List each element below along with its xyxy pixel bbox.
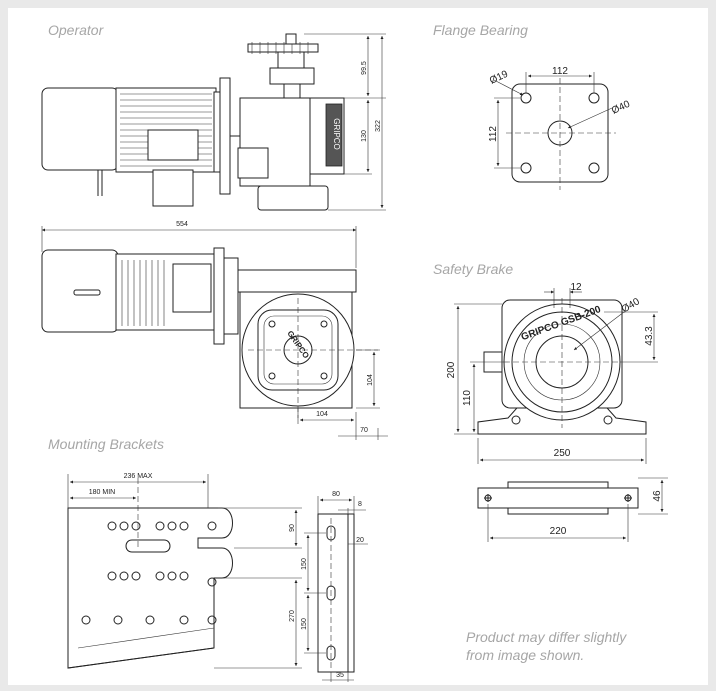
safety-brake-front-view: GRIPCO GSB-200 200 110 250 12 Ø40 — [446, 282, 658, 464]
disclaimer-note: Product may differ slightly from image s… — [466, 628, 626, 664]
flange-dim-width: 112 — [552, 66, 568, 77]
brake-dim-220: 220 — [550, 526, 567, 537]
drawing-sheet: Operator Flange Bearing Safety Brake Mou… — [8, 8, 708, 685]
brake-dim-12: 12 — [570, 282, 582, 293]
dim-104-side: 104 — [367, 374, 374, 386]
mounting-brackets-title: Mounting Brackets — [48, 436, 164, 452]
brake-dim-width: 250 — [554, 448, 571, 459]
dim-130: 130 — [361, 130, 368, 142]
bracket-dim-90: 90 — [289, 524, 296, 532]
brake-dim-43: 43.3 — [644, 326, 655, 346]
bracket-dim-80: 80 — [332, 491, 340, 498]
brake-dim-axis: 110 — [462, 390, 473, 406]
operator-top-view: GRIPCO 99.5 130 322 — [41, 33, 386, 211]
mounting-bracket-plate: 236 MAX 180 MIN 90 270 — [67, 473, 302, 669]
technical-drawing: GRIPCO 99.5 130 322 554 — [41, 33, 668, 682]
bracket-dim-270: 270 — [289, 610, 296, 622]
bracket-dim-min: 180 MIN — [89, 489, 115, 496]
flange-bearing-title: Flange Bearing — [433, 22, 528, 38]
dim-554: 554 — [176, 221, 188, 228]
safety-brake-title: Safety Brake — [433, 261, 514, 277]
flange-dim-bore: Ø40 — [610, 99, 632, 117]
bracket-dim-150b: 150 — [301, 618, 308, 630]
operator-title: Operator — [48, 22, 104, 38]
dim-322: 322 — [375, 120, 382, 132]
bracket-dim-20: 20 — [356, 537, 364, 544]
disclaimer-line-2: from image shown. — [466, 647, 585, 663]
bracket-dim-8: 8 — [358, 501, 362, 508]
bracket-dim-max: 236 MAX — [124, 473, 153, 480]
disclaimer-line-1: Product may differ slightly — [466, 629, 627, 645]
bracket-dim-150a: 150 — [301, 558, 308, 570]
brake-dim-bore: Ø40 — [620, 296, 642, 315]
dim-70: 70 — [360, 427, 368, 434]
dim-99-5: 99.5 — [361, 61, 368, 75]
brake-dim-height: 200 — [446, 361, 457, 378]
operator-front-view: 554 GRIPCO — [41, 221, 388, 440]
flange-dim-hole: Ø19 — [488, 69, 510, 87]
dim-104-bottom: 104 — [316, 411, 328, 418]
safety-brake-bottom-view: 46 220 — [477, 477, 668, 542]
bracket-dim-35: 35 — [336, 672, 344, 679]
mounting-bracket-bar: 80 8 20 150 150 35 — [301, 491, 368, 682]
flange-dim-height: 112 — [488, 126, 499, 142]
flange-bearing-view: 112 112 Ø19 Ø40 — [488, 66, 632, 190]
operator-logo-text: GRIPCO — [332, 118, 341, 150]
brake-dim-46: 46 — [652, 490, 663, 502]
